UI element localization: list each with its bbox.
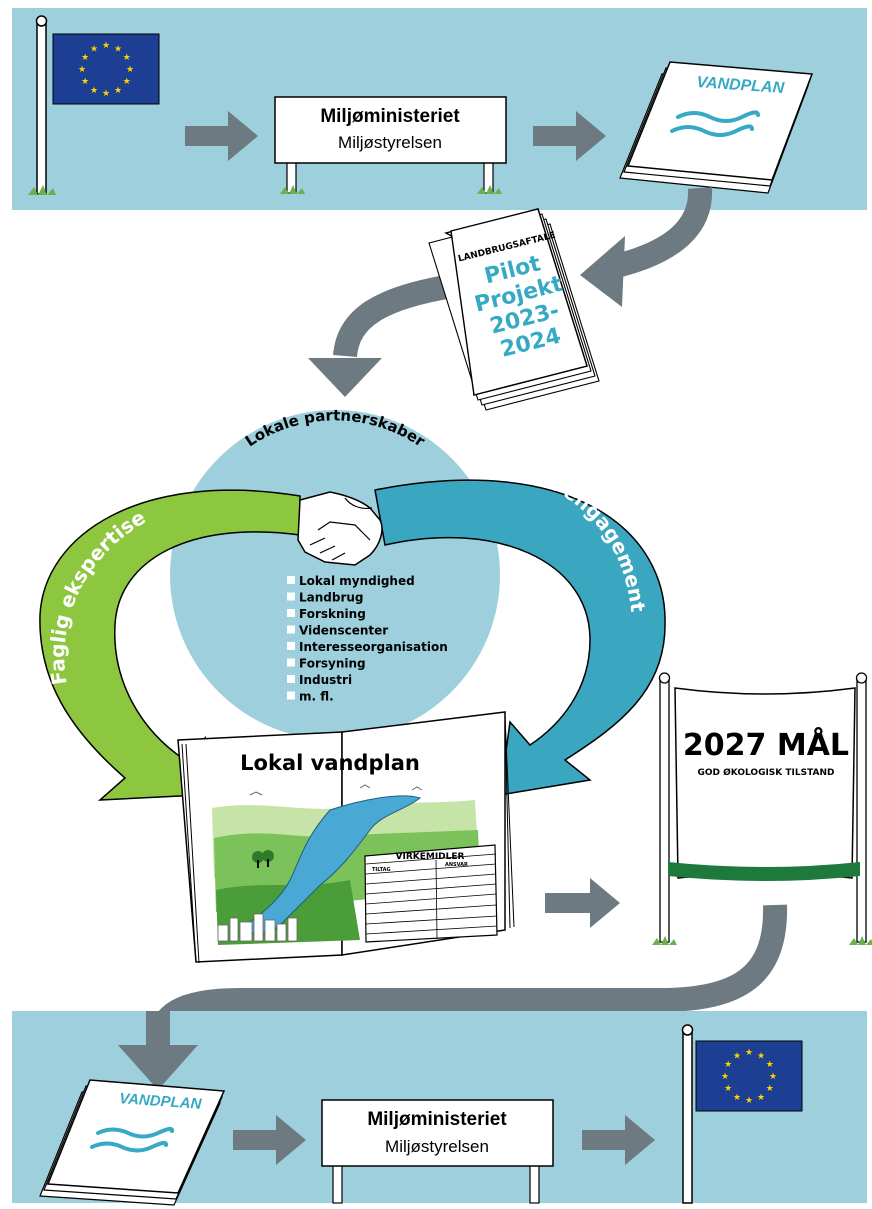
curve-arrow-to-pilot xyxy=(605,187,713,280)
checkbox-icon xyxy=(287,592,295,601)
eu-star-icon: ★ xyxy=(90,86,98,96)
flow-arrow-3 xyxy=(233,1115,306,1165)
virkemidler-table: VIRKEMIDLER TILTAG ANSVAR xyxy=(364,844,498,943)
checkbox-icon xyxy=(287,675,295,683)
eu-star-icon: ★ xyxy=(745,1048,753,1058)
checkbox-icon xyxy=(287,609,295,617)
goal-title: 2027 MÅL xyxy=(683,726,849,763)
pilot-project-document: LANDBRUGSAFTALE Pilot Projekt 2023- 2024 xyxy=(428,208,600,411)
wave-icon xyxy=(670,110,760,137)
checkbox-icon xyxy=(287,658,295,667)
handshake-icon xyxy=(297,491,383,566)
town-icon xyxy=(217,913,298,942)
checkbox-icon xyxy=(287,625,295,634)
flow-arrow-2 xyxy=(533,111,606,161)
checkbox-icon xyxy=(287,642,295,650)
checkbox-icon xyxy=(287,576,295,584)
partner-list-item: Interesseorganisation xyxy=(299,640,448,654)
vandplan-title-bottom: VANDPLAN xyxy=(119,1090,203,1113)
goal-subtitle: GOD ØKOLOGISK TILSTAND xyxy=(697,767,834,778)
eu-star-icon: ★ xyxy=(81,53,89,63)
ministry-sign-title-bottom: Miljøministeriet xyxy=(367,1109,507,1130)
eu-star-icon: ★ xyxy=(102,89,110,99)
trees-icon xyxy=(252,850,274,868)
partner-list-item: Industri xyxy=(299,673,352,687)
eu-stars-icon: ★★★★★★★★★★★★ xyxy=(78,41,134,99)
eu-flag-bottom: ★★★★★★★★★★★★ xyxy=(681,1024,803,1204)
eu-star-icon: ★ xyxy=(114,44,122,54)
eu-star-icon: ★ xyxy=(123,53,131,63)
partner-list-item: Lokal myndighed xyxy=(299,574,415,588)
flow-arrow-1 xyxy=(185,111,258,161)
ministry-sign-subtitle-bottom: Miljøstyrelsen xyxy=(385,1137,489,1156)
eu-star-icon: ★ xyxy=(733,1051,741,1061)
table-col2: ANSVAR xyxy=(445,862,468,868)
eu-star-icon: ★ xyxy=(757,1093,765,1103)
eu-star-icon: ★ xyxy=(766,1060,774,1070)
green-arrow xyxy=(39,489,301,801)
lokal-vandplan-book: Lokal vandplan VIRKEMIDLER TILTAG ANSVAR xyxy=(177,711,515,964)
partner-list: Lokal myndighedLandbrugForskningVidensce… xyxy=(287,574,448,704)
wave-icon xyxy=(90,1126,175,1153)
flow-arrow-to-goal xyxy=(545,878,620,928)
eu-star-icon: ★ xyxy=(81,77,89,87)
partner-list-item: Landbrug xyxy=(299,591,364,605)
eu-star-icon: ★ xyxy=(90,44,98,54)
ministry-sign-top: Miljøministeriet Miljøstyrelsen xyxy=(274,96,507,194)
ministry-sign-subtitle: Miljøstyrelsen xyxy=(338,133,442,152)
partner-list-item: Forskning xyxy=(299,607,366,621)
curve-arrow-to-circle xyxy=(333,274,454,358)
eu-star-icon: ★ xyxy=(126,65,134,75)
vandplan-booklet-bottom: VANDPLAN xyxy=(39,1079,226,1206)
eu-star-icon: ★ xyxy=(724,1060,732,1070)
eu-star-icon: ★ xyxy=(766,1084,774,1094)
ministry-sign-bottom: Miljøministeriet Miljøstyrelsen xyxy=(321,1099,554,1204)
eu-star-icon: ★ xyxy=(123,77,131,87)
vandplan-booklet-top: VANDPLAN xyxy=(619,61,814,194)
eu-star-icon: ★ xyxy=(114,86,122,96)
checkbox-icon xyxy=(287,691,295,700)
partner-list-item: Forsyning xyxy=(299,657,366,671)
eu-star-icon: ★ xyxy=(721,1072,729,1082)
curve-arrow-to-pilot-head xyxy=(580,236,625,307)
goal-banner: 2027 MÅL GOD ØKOLOGISK TILSTAND xyxy=(652,672,872,945)
partner-list-item: m. fl. xyxy=(299,690,334,704)
book-title: Lokal vandplan xyxy=(240,751,420,775)
vandplan-title-top: VANDPLAN xyxy=(696,74,785,97)
eu-star-icon: ★ xyxy=(745,1096,753,1106)
eu-star-icon: ★ xyxy=(78,65,86,75)
eu-star-icon: ★ xyxy=(724,1084,732,1094)
partner-list-item: Videnscenter xyxy=(299,624,388,638)
ministry-sign-title: Miljøministeriet xyxy=(320,106,460,127)
flow-arrow-4 xyxy=(582,1115,655,1165)
blue-arrow xyxy=(374,479,666,796)
eu-star-icon: ★ xyxy=(757,1051,765,1061)
table-title: VIRKEMIDLER xyxy=(396,852,465,862)
eu-stars-icon: ★★★★★★★★★★★★ xyxy=(721,1048,777,1106)
table-col1: TILTAG xyxy=(372,867,391,873)
eu-star-icon: ★ xyxy=(102,41,110,51)
eu-star-icon: ★ xyxy=(769,1072,777,1082)
eu-flag-top: ★★★★★★★★★★★★ xyxy=(28,15,160,195)
eu-star-icon: ★ xyxy=(733,1093,741,1103)
curve-arrow-to-circle-head xyxy=(308,358,382,397)
